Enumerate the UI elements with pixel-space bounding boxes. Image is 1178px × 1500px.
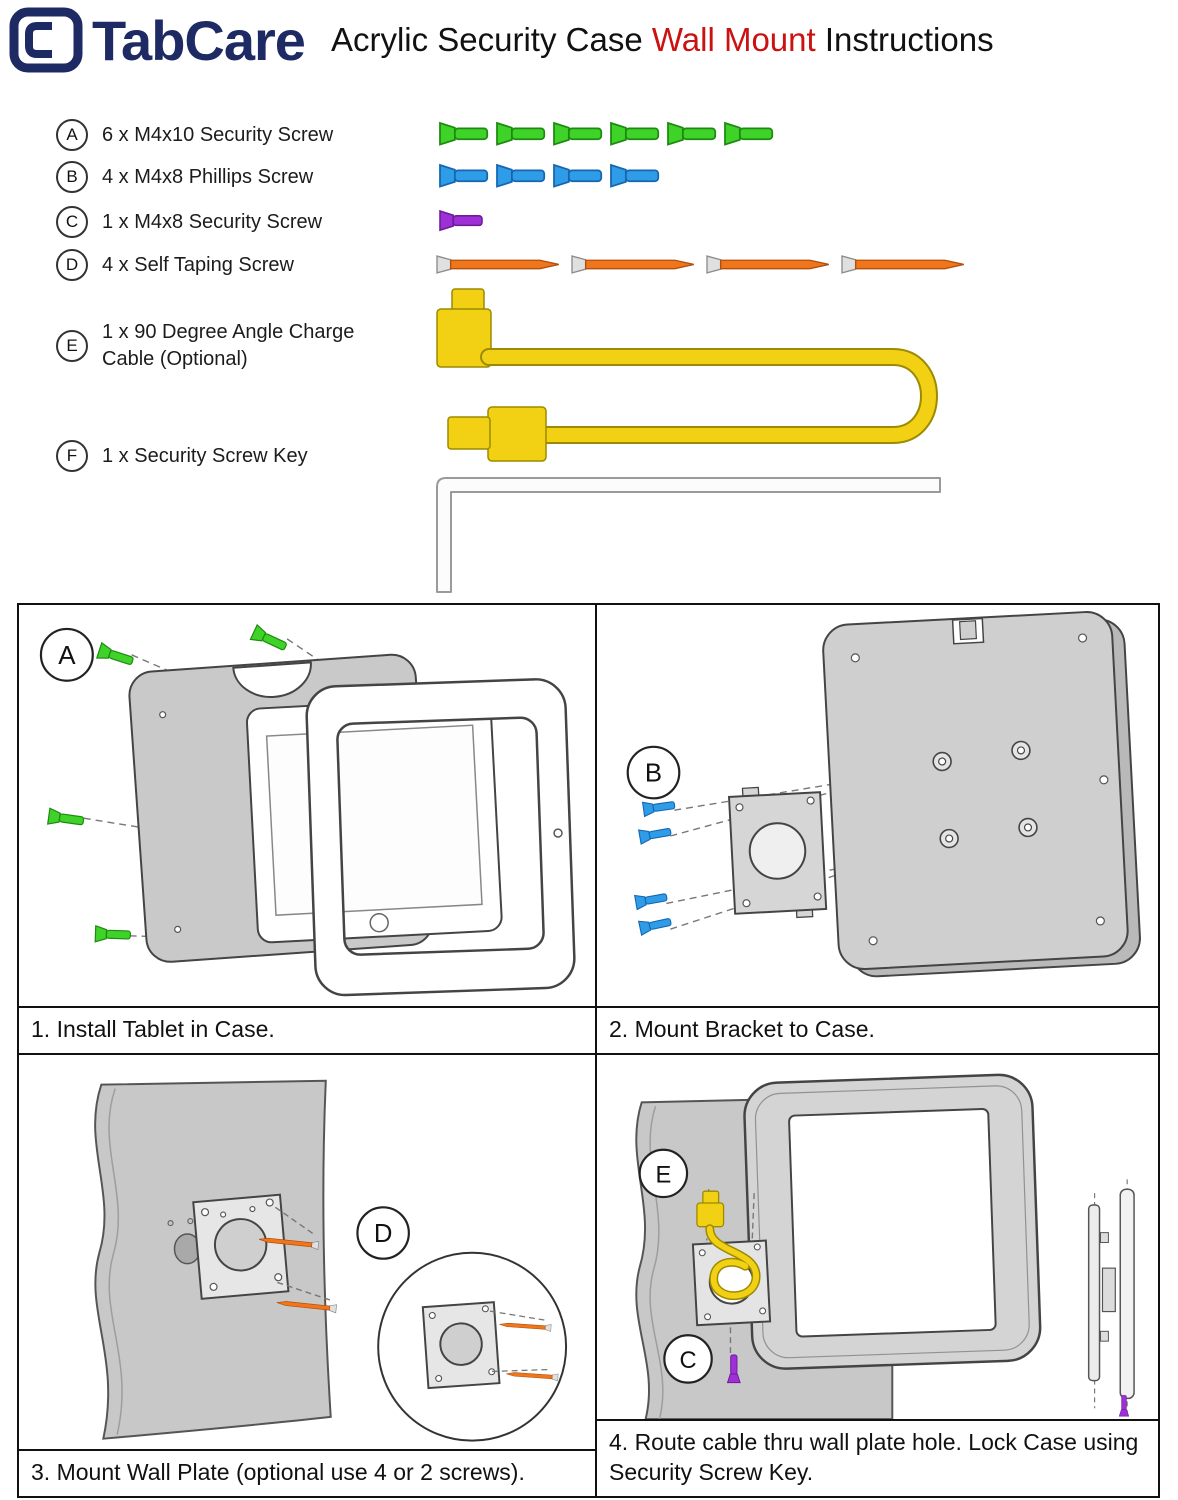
step-1-figure: A: [39, 624, 576, 997]
steps-grid: A 1. Install Tablet in Case.: [17, 603, 1160, 1498]
part-row-a: A 6 x M4x10 Security Screw: [56, 119, 333, 151]
detail-circle: [377, 1251, 568, 1442]
security-key-art: [436, 477, 941, 593]
step-2-caption: 2. Mount Bracket to Case.: [597, 1005, 1158, 1053]
step-3-caption: 3. Mount Wall Plate (optional use 4 or 2…: [19, 1448, 595, 1496]
tablet: [245, 696, 503, 944]
step-2-badge: B: [626, 745, 681, 800]
orange-screws-art: [436, 255, 965, 274]
step-4-caption: 4. Route cable thru wall plate hole. Loc…: [597, 1419, 1158, 1496]
part-label-b: 4 x M4x8 Phillips Screw: [102, 165, 314, 188]
leader-lines: [274, 1206, 331, 1301]
step-4-badge-e: E: [638, 1148, 689, 1199]
step-3-panel: D: [19, 1055, 597, 1496]
blue-screws: [634, 797, 677, 936]
part-row-c: C 1 x M4x8 Security Screw: [56, 206, 322, 238]
purple-screw-art: [439, 210, 483, 231]
part-id-badge-c: C: [56, 206, 88, 238]
svg-text:B: B: [645, 759, 662, 787]
blue-screws-art: [439, 164, 660, 188]
step-3-badge: D: [356, 1206, 410, 1260]
part-label-e: 1 x 90 Degree Angle Charge Cable (Option…: [102, 321, 355, 370]
part-row-b: B 4 x M4x8 Phillips Screw: [56, 161, 313, 193]
step-4-figure: E C: [635, 1073, 1135, 1420]
mounted-case: [743, 1073, 1042, 1370]
brand: TabCare: [8, 6, 306, 74]
step-1-badge: A: [39, 627, 94, 682]
page-title: Acrylic Security Case Wall Mount Instruc…: [331, 21, 994, 59]
wall-plate: [192, 1193, 290, 1300]
svg-text:D: D: [374, 1220, 393, 1248]
header: TabCare Acrylic Security Case Wall Mount…: [8, 6, 1172, 74]
step-1-panel: A 1. Install Tablet in Case.: [19, 605, 597, 1055]
svg-text:A: A: [58, 642, 76, 670]
step-2-figure: B: [626, 611, 1141, 978]
title-highlight: Wall Mount: [651, 21, 816, 58]
part-label-a: 6 x M4x10 Security Screw: [102, 123, 334, 146]
step-4-panel: E C 4. Route cable thru wall plate hole.…: [597, 1055, 1158, 1496]
title-prefix: Acrylic Security Case: [330, 21, 652, 58]
part-id-badge-e: E: [56, 330, 88, 362]
parts-list: A 6 x M4x10 Security Screw B 4 x M4x8 Ph…: [0, 95, 1178, 600]
part-id-badge-a: A: [56, 119, 88, 151]
step-2-panel: B 2. Mount Bracket to Case.: [597, 605, 1158, 1055]
part-label-f: 1 x Security Screw Key: [102, 444, 308, 467]
green-screws-art: [439, 122, 774, 146]
svg-text:E: E: [655, 1162, 671, 1188]
part-id-badge-d: D: [56, 249, 88, 281]
tabcare-logo-icon: [9, 7, 83, 73]
part-id-badge-f: F: [56, 440, 88, 472]
title-suffix: Instructions: [815, 21, 994, 58]
side-view: [1087, 1179, 1135, 1417]
charge-cable-art: [436, 288, 938, 462]
part-label-c: 1 x M4x8 Security Screw: [102, 210, 323, 233]
part-row-d: D 4 x Self Taping Screw: [56, 249, 294, 281]
svg-text:C: C: [679, 1348, 696, 1374]
case-front-frame: [305, 678, 576, 997]
step-1-caption: 1. Install Tablet in Case.: [19, 1005, 595, 1053]
part-row-f: F 1 x Security Screw Key: [56, 440, 308, 472]
part-row-e: E 1 x 90 Degree Angle Charge Cable (Opti…: [56, 318, 412, 374]
charge-cable: [696, 1190, 761, 1301]
mount-bracket: [727, 786, 828, 919]
part-label-d: 4 x Self Taping Screw: [102, 253, 294, 276]
step-4-badge-c: C: [663, 1334, 713, 1384]
step-3-figure: D: [94, 1079, 568, 1442]
part-id-badge-b: B: [56, 161, 88, 193]
brand-name: TabCare: [92, 8, 306, 72]
case-back-view: [822, 611, 1141, 978]
